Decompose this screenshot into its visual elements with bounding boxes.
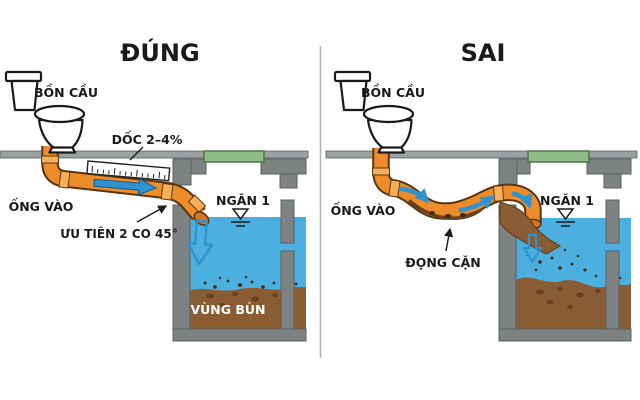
septic-tank-wrong: [498, 150, 632, 342]
access-cover: [203, 150, 265, 163]
pipe-joint: [187, 194, 207, 213]
pipe-joint: [58, 170, 71, 189]
chamber-label: NGĂN 1: [216, 193, 270, 208]
flow-arrows-wavy: [398, 186, 533, 213]
flow-arrow-down-icon: [522, 233, 543, 264]
chamber-label: NGĂN 1: [540, 193, 594, 208]
sediment-leader-arrow: [444, 227, 454, 252]
panel-correct-title: ĐÚNG: [120, 37, 199, 67]
sediment-specks: [429, 211, 466, 218]
pipe-joint: [492, 185, 505, 202]
sludge-zone: [516, 277, 631, 331]
toilet-label: BỒN CẦU: [361, 83, 425, 100]
tank-wall-upper: [172, 158, 192, 186]
slope-label: DỐC 2–4%: [112, 130, 183, 147]
inlet-pipe-label: ỐNG VÀO: [331, 201, 396, 218]
floor-slab: [0, 150, 309, 159]
sludge-clumps: [206, 292, 278, 307]
septic-tank-correct: [172, 150, 307, 342]
tank-bottom-slab: [172, 328, 307, 342]
baffle-lower: [605, 250, 620, 332]
baffle-upper: [280, 199, 295, 244]
toilet-label: BỒN CẦU: [34, 83, 98, 100]
baffle-lower: [280, 250, 295, 332]
sediment-label: ĐỌNG CẶN: [405, 255, 480, 270]
access-cover: [527, 150, 590, 163]
baffle-top-stub: [603, 172, 622, 189]
sediment-mound-at-outlet: [499, 201, 562, 255]
flow-arrow-horizontal: [93, 177, 158, 196]
panel-correct: ĐÚNG: [0, 37, 309, 342]
slope-ruler-icon: [86, 160, 171, 182]
pipe-joint: [41, 155, 59, 164]
tank-wall-lower: [172, 204, 191, 333]
tank-wall-upper: [498, 158, 518, 186]
water-level-icon: [556, 208, 575, 227]
tank-top-slab-right: [586, 158, 632, 175]
slope-leader-line: [129, 146, 144, 161]
baffle-top-stub: [279, 172, 298, 189]
elbow-leader-arrow: [136, 205, 168, 223]
sludge-zone: [188, 287, 306, 331]
pipe-joint: [372, 167, 390, 176]
sediment-in-pipe: [408, 199, 487, 221]
baffle-upper: [605, 199, 620, 244]
inlet-pipe-wrong: [372, 148, 562, 255]
inlet-pipe-label: ỐNG VÀO: [9, 197, 74, 214]
sludge-zone-label: VÙNG BÙN: [190, 302, 265, 317]
panel-wrong-title: SAI: [461, 39, 506, 67]
water-level-icon: [231, 208, 250, 227]
tank-bottom-slab: [498, 328, 632, 342]
pipe-joint: [388, 179, 401, 198]
pipe-joint: [160, 182, 174, 201]
flow-arrow-down-icon: [187, 219, 214, 266]
sludge-clumps: [536, 287, 601, 309]
panel-wrong: SAI: [325, 39, 638, 342]
elbow-note-label: ƯU TIÊN 2 CO 45°: [60, 226, 177, 241]
floor-slab: [325, 150, 638, 159]
tank-top-slab-right: [260, 158, 307, 175]
